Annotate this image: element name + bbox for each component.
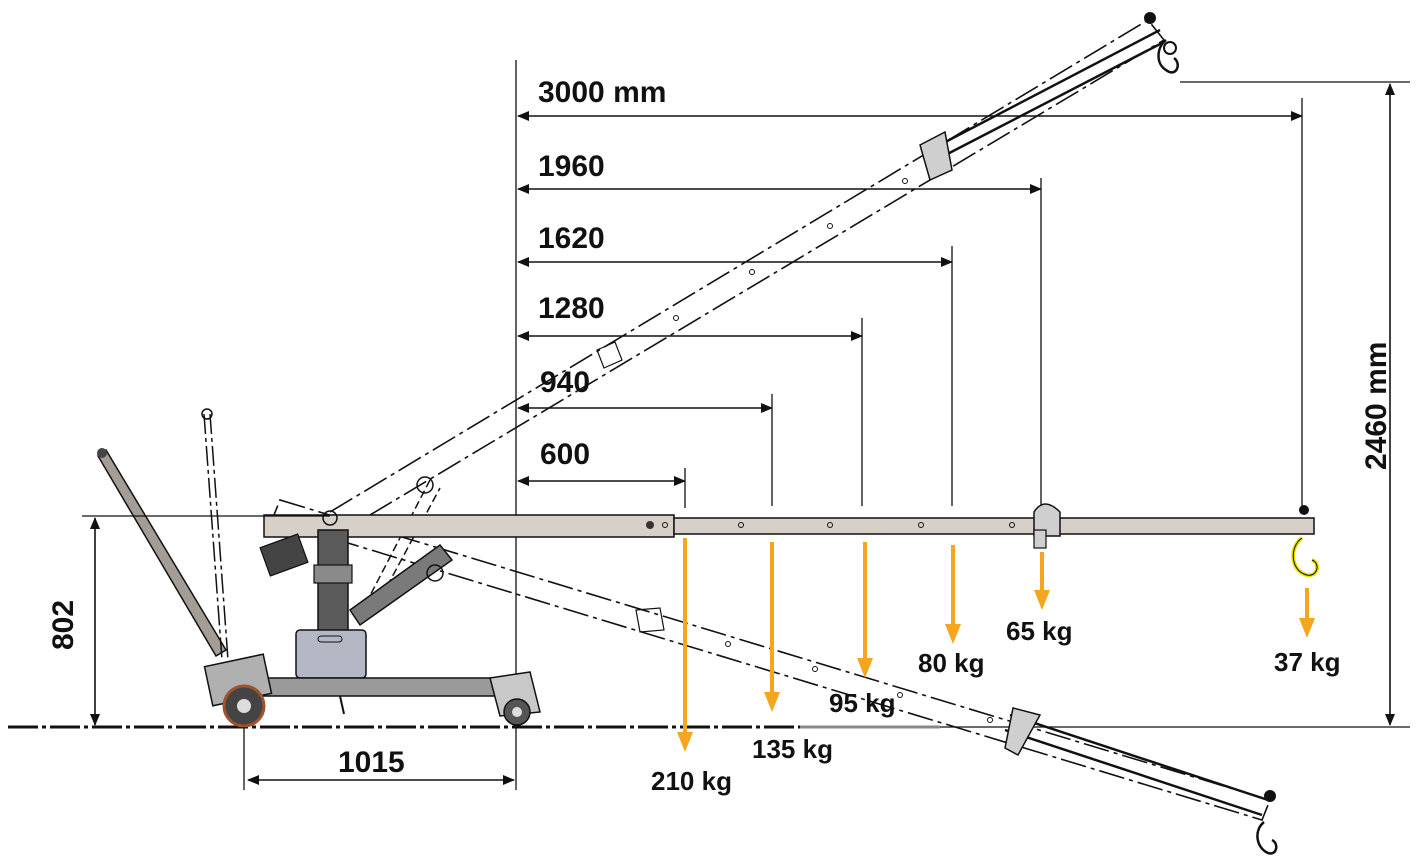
reach-label-940: 940 xyxy=(540,366,590,399)
reach-label-1280: 1280 xyxy=(538,292,605,325)
reach-label-1960: 1960 xyxy=(538,150,605,183)
load-label-135kg: 135 kg xyxy=(752,734,833,764)
tow-handles xyxy=(97,408,229,661)
load-arrow-3 xyxy=(857,542,873,678)
load-arrow-5 xyxy=(1034,552,1050,610)
raised-boom xyxy=(328,12,1179,532)
crane-mast xyxy=(259,510,353,641)
hydraulic-cylinders xyxy=(348,476,454,627)
max-reach-label: 3000 mm xyxy=(538,76,666,109)
reach-dimension-lines xyxy=(517,98,1303,512)
wheelbase-label: 1015 xyxy=(338,746,405,779)
load-arrow-2 xyxy=(764,542,780,712)
lowered-boom xyxy=(270,499,1278,855)
reach-label-600: 600 xyxy=(540,438,590,471)
load-label-210kg: 210 kg xyxy=(651,766,732,796)
load-label-65kg: 65 kg xyxy=(1006,616,1073,646)
horizontal-boom xyxy=(263,503,1320,578)
boom-height-label: 802 xyxy=(47,600,80,650)
load-arrow-4 xyxy=(945,545,961,644)
load-arrow-6 xyxy=(1299,588,1315,638)
crane-base xyxy=(203,629,541,728)
load-label-95kg: 95 kg xyxy=(829,688,896,718)
load-arrows xyxy=(677,538,1315,752)
load-label-37kg: 37 kg xyxy=(1274,647,1341,677)
height-dimension-lines xyxy=(82,81,1410,790)
load-arrow-1 xyxy=(677,538,693,752)
reach-label-1620: 1620 xyxy=(538,222,605,255)
max-height-label: 2460 mm xyxy=(1360,342,1393,470)
load-label-80kg: 80 kg xyxy=(918,648,985,678)
